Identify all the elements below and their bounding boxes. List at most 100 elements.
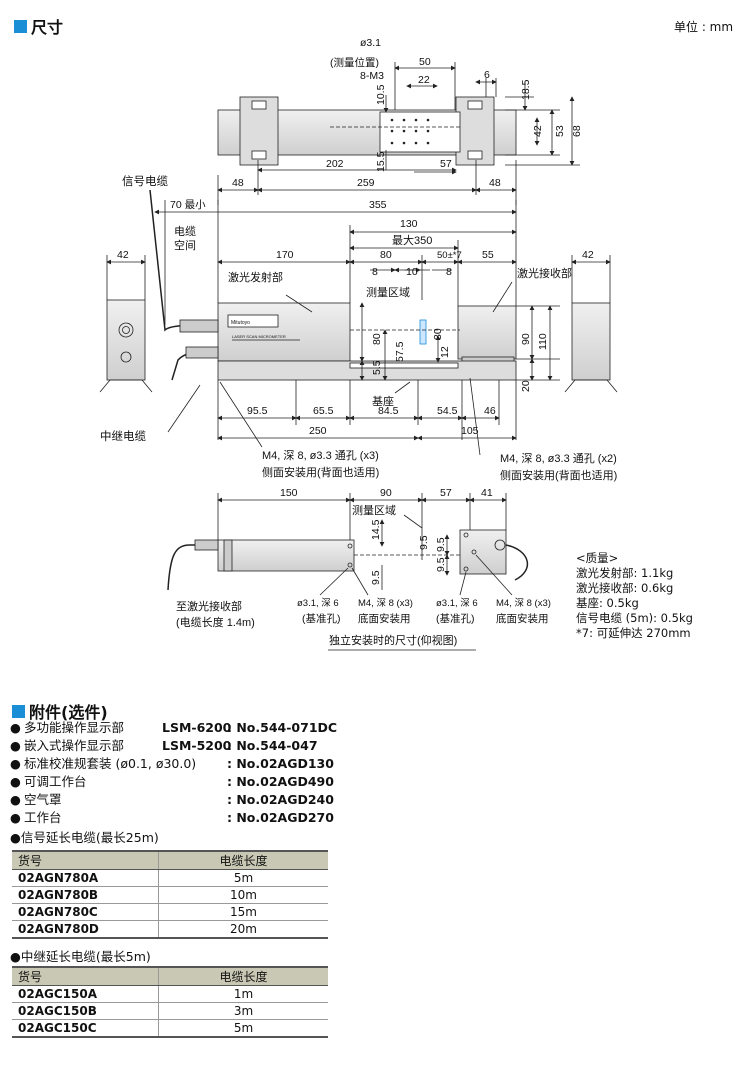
dim-95-5: 95.5 bbox=[247, 405, 268, 417]
dim-68: 68 bbox=[571, 125, 583, 137]
dim-65-5: 65.5 bbox=[313, 405, 334, 417]
mass-line: 激光发射部: 1.1kg bbox=[576, 566, 674, 580]
dim-41: 41 bbox=[481, 487, 493, 499]
dimensions-section-title: 尺寸 bbox=[14, 14, 63, 38]
mass-line: 激光接收部: 0.6kg bbox=[576, 581, 674, 595]
table-cell: 02AGN780B bbox=[12, 886, 159, 904]
dim-48-left: 48 bbox=[232, 177, 244, 189]
bottom-view-emitter bbox=[217, 539, 355, 572]
note-right-2: 侧面安装用(背面也适用) bbox=[500, 468, 617, 482]
dim-10-5: 10.5 bbox=[375, 84, 387, 105]
unit-label: 单位 : mm bbox=[674, 20, 734, 34]
accessory-item: ●工作台: No.02AGD270 bbox=[10, 810, 334, 825]
accessory-item: ●空气罩: No.02AGD240 bbox=[10, 792, 334, 807]
accessory-item: ●标准校准规套装 (ø0.1, ø30.0): No.02AGD130 bbox=[10, 756, 334, 771]
dim-30: 30 bbox=[432, 328, 444, 340]
to-receiver-1: 至激光接收部 bbox=[176, 599, 242, 613]
table-cell: 02AGN780C bbox=[12, 903, 159, 921]
relay-ext-title: ●中继延长电缆(最长5m) bbox=[10, 949, 151, 964]
mass-block: <质量> 激光发射部: 1.1kg 激光接收部: 0.6kg 基座: 0.5kg… bbox=[576, 551, 693, 641]
col-header: 货号 bbox=[12, 850, 159, 870]
dim-9-5-d: 9.5 bbox=[435, 557, 447, 572]
meas-area-bottom: 测量区域 bbox=[352, 504, 396, 517]
dim-110: 110 bbox=[537, 333, 549, 350]
dim-202: 202 bbox=[326, 158, 344, 170]
m4-d: 底面安装用 bbox=[496, 612, 549, 625]
bullet-icon: ● bbox=[10, 756, 21, 771]
dim-42-right: 42 bbox=[582, 249, 594, 261]
table-cell: 1m bbox=[158, 985, 328, 1003]
to-receiver-2: (电缆长度 1.4m) bbox=[176, 615, 255, 629]
table-cell: 20m bbox=[158, 920, 328, 939]
signal-cable-label: 信号电缆 bbox=[122, 175, 168, 188]
dim-9-5-a: 9.5 bbox=[418, 535, 430, 550]
bullet-icon: ● bbox=[10, 738, 21, 753]
device-label: LASER SCAN MICROMETER bbox=[232, 334, 286, 339]
dim-170: 170 bbox=[276, 249, 294, 261]
col-header: 货号 bbox=[12, 966, 159, 986]
hole2a: ø3.1, 深 6 bbox=[436, 598, 478, 609]
dim-80-front: 80 bbox=[380, 249, 392, 261]
side-view-receiver bbox=[571, 302, 611, 381]
dim-9-5-c: 9.5 bbox=[435, 537, 447, 552]
table-cell: 02AGN780A bbox=[12, 869, 159, 887]
signal-ext-title: ●信号延长电缆(最长25m) bbox=[10, 830, 159, 845]
dim-105: 105 bbox=[461, 425, 479, 437]
m4-c: M4, 深 8 (x3) bbox=[496, 598, 551, 609]
dim-53: 53 bbox=[554, 125, 566, 137]
laser-emitter-body bbox=[217, 302, 351, 362]
dim-42-top: 42 bbox=[532, 125, 544, 137]
table-header-row: 货号电缆长度 bbox=[12, 966, 328, 986]
section-marker-icon bbox=[14, 19, 27, 33]
accessories-title: 附件(选件) bbox=[12, 699, 108, 723]
table-cell: 02AGN780D bbox=[12, 920, 159, 939]
bullet-icon: ● bbox=[10, 949, 21, 964]
bullet-icon: ● bbox=[10, 810, 21, 825]
dim-42-left: 42 bbox=[117, 249, 129, 261]
table-cell: 02AGC150A bbox=[12, 985, 159, 1003]
dim-150: 150 bbox=[280, 487, 298, 499]
note-right-1: M4, 深 8, ø3.3 通孔 (x2) bbox=[500, 452, 617, 465]
mass-line: 基座: 0.5kg bbox=[576, 596, 639, 610]
dim-8a: 8 bbox=[372, 266, 378, 278]
m4-b: 底面安装用 bbox=[358, 612, 411, 625]
dim-55: 55 bbox=[482, 249, 494, 261]
side-view-emitter bbox=[106, 299, 146, 381]
min70-label: 70 最小 bbox=[170, 199, 206, 211]
table-header-row: 货号电缆长度 bbox=[12, 850, 328, 870]
base-label: 基座 bbox=[372, 394, 394, 408]
dim-50-top: 50 bbox=[419, 56, 431, 68]
table-cell: 02AGC150B bbox=[12, 1002, 159, 1020]
dim-90-bottom: 90 bbox=[380, 487, 392, 499]
mass-line: *7: 可延伸达 270mm bbox=[576, 626, 691, 640]
section-marker-icon bbox=[12, 704, 25, 718]
hole2b: (基准孔) bbox=[436, 612, 475, 625]
dim-12: 12 bbox=[439, 346, 451, 358]
dim-14-5: 14.5 bbox=[370, 519, 382, 540]
phi31-label: ø3.1 bbox=[360, 37, 381, 49]
dim-18-5: 18.5 bbox=[520, 79, 532, 100]
dim-20: 20 bbox=[520, 380, 532, 392]
bottom-view-receiver bbox=[459, 529, 507, 575]
col-header: 电缆长度 bbox=[158, 966, 328, 986]
dim-80-v: 80 bbox=[371, 333, 383, 345]
note-left-2: 侧面安装用(背面也适用) bbox=[262, 465, 379, 479]
max350-label: 最大350 bbox=[392, 233, 432, 247]
bullet-icon: ● bbox=[10, 720, 21, 735]
laser-receiver-body bbox=[457, 305, 517, 360]
hole1a: ø3.1, 深 6 bbox=[297, 598, 339, 609]
note-left-1: M4, 深 8, ø3.3 通孔 (x3) bbox=[262, 449, 379, 462]
dim-57-top: 57 bbox=[440, 158, 452, 170]
table-cell: 5m bbox=[158, 1019, 328, 1038]
dim-46: 46 bbox=[484, 405, 496, 417]
table-cell: 5m bbox=[158, 869, 328, 887]
meas-area-front: 测量区域 bbox=[366, 286, 410, 299]
dim-259: 259 bbox=[357, 177, 375, 189]
dim-57-bottom: 57 bbox=[440, 487, 452, 499]
